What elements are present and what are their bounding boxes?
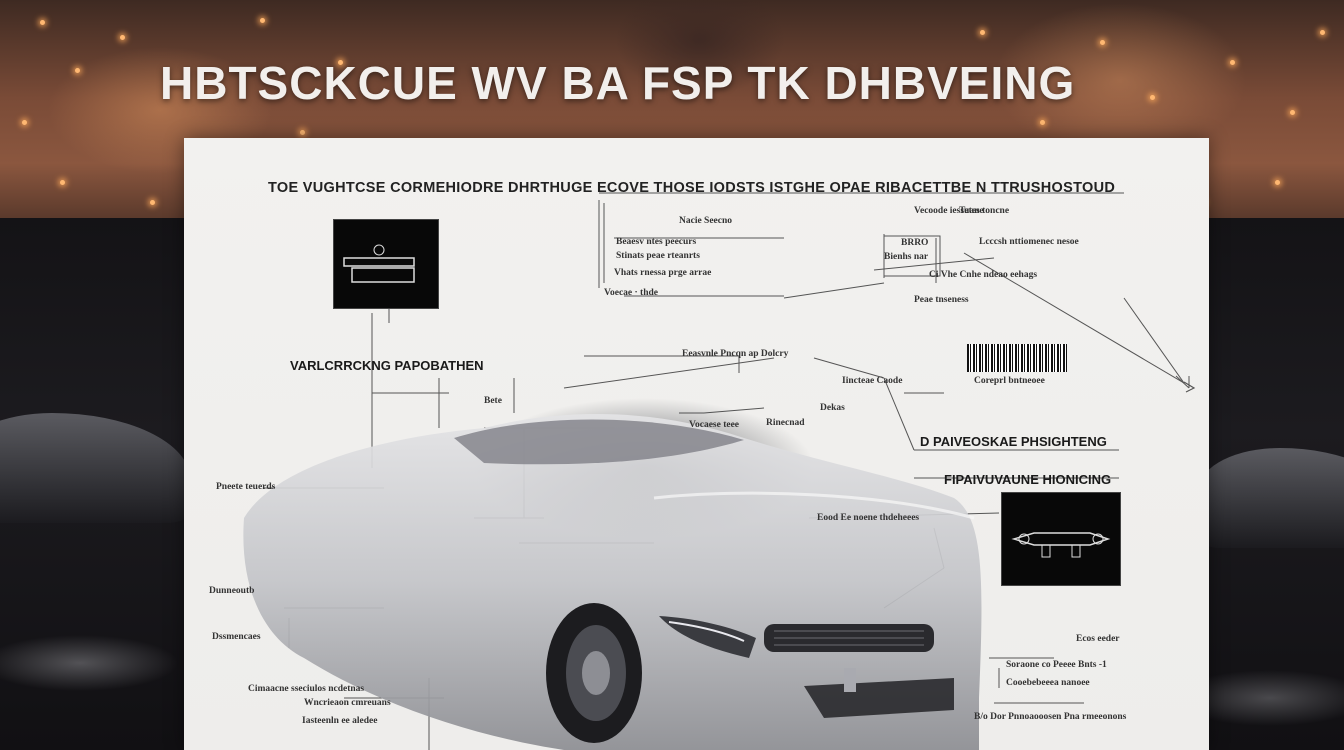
spark-dot — [1100, 40, 1105, 45]
page-headline: HBTSCKCUE WV BA FSP TK DHBVEING — [160, 57, 1076, 109]
section-label-left: VARLCRRCKNG PAPOBATHEN — [290, 358, 484, 373]
label-mid-6: Vocaese teee — [689, 420, 740, 430]
label-list-4: Voecae · thde — [604, 288, 659, 298]
spark-dot — [1320, 30, 1325, 35]
label-mid-7: Rinecnad — [766, 418, 805, 428]
label-left-2: Dunneoutb — [209, 586, 255, 596]
label-list-3: Vhats rnessa prge arrae — [614, 268, 712, 278]
spark-dot — [1290, 110, 1295, 115]
barcode — [967, 344, 1067, 372]
label-mid-2: Iincteae Caode — [842, 376, 903, 386]
spark-dot — [60, 180, 65, 185]
spark-dot — [22, 120, 27, 125]
diagram-lines — [243, 192, 1196, 750]
label-mid-1: Eeasvnle Pncqn ap Dolcry — [682, 349, 789, 359]
spark-dot — [150, 200, 155, 205]
label-box-3: Peae tnseness — [914, 295, 969, 305]
label-mid-5: Dekas — [820, 403, 845, 413]
spark-dot — [75, 68, 80, 73]
label-left-5: Wncrieaon cmreuans — [304, 698, 391, 708]
spark-dot — [120, 35, 125, 40]
spark-dot — [1150, 95, 1155, 100]
label-top-c: Tetes toncne — [959, 206, 1010, 216]
section-label-right-1: D PAIVEOSKAE PHSIGHTENG — [920, 434, 1107, 449]
label-car-1: Eood Ee noene thdeheees — [817, 513, 920, 523]
label-list-1: Beaesv ntes peecurs — [616, 237, 697, 247]
spark-dot — [1230, 60, 1235, 65]
spark-dot — [260, 18, 265, 23]
inset-image-connector — [1002, 493, 1120, 585]
label-left-1: Pneete teuerds — [216, 482, 276, 492]
car-illustration — [243, 398, 982, 750]
section-label-right-2: FIPAIVUVAUNE HIONICING — [944, 472, 1112, 487]
label-left-6: Iasteenln ee aledee — [302, 716, 378, 726]
label-bottom-right-2: Soraone co Peeee Bnts -1 — [1006, 660, 1107, 670]
label-box-1: BRRO — [901, 238, 929, 248]
diagram-title: TOE VUGHTCSE CORMEHIODRE DHRTHUGE ECOVE … — [268, 180, 1116, 196]
label-mid-3: Coreprl bntneoee — [974, 376, 1045, 386]
label-box-2: Bienhs nar — [884, 252, 929, 262]
label-right-2: Ci Vhe Cnhe ndeao eehags — [929, 270, 1038, 280]
label-right-1: Lcccsh nttiomenec nesoe — [979, 237, 1079, 247]
spark-dot — [300, 130, 305, 135]
label-top-b: Vecoode iessuane — [914, 206, 984, 216]
spark-dot — [1275, 180, 1280, 185]
label-list-2: Stinats peae rteanrts — [616, 251, 700, 261]
spark-dot — [338, 60, 343, 65]
label-left-4: Cimaacne sseciulos ncdetnas — [248, 684, 365, 694]
spark-dot — [1040, 120, 1045, 125]
background-car-right — [1200, 448, 1344, 548]
spark-dot — [40, 20, 45, 25]
spark-dot — [980, 30, 985, 35]
label-bottom-right-4: B/o Dor Pnnoaooosen Pna rmeeonons — [974, 712, 1127, 722]
label-mid-4: Bete — [484, 396, 502, 406]
diagram-sheet: TOE VUGHTCSE CORMEHIODRE DHRTHUGE ECOVE … — [184, 138, 1209, 750]
label-top-a: Nacie Seecno — [679, 216, 733, 226]
label-bottom-right-1: Ecos eeder — [1076, 634, 1120, 644]
label-bottom-right-3: Cooebebeeea nanoee — [1006, 678, 1090, 688]
label-left-3: Dssmencaes — [212, 632, 261, 642]
inset-image-sensor — [334, 220, 438, 308]
background-car-left — [0, 413, 190, 523]
